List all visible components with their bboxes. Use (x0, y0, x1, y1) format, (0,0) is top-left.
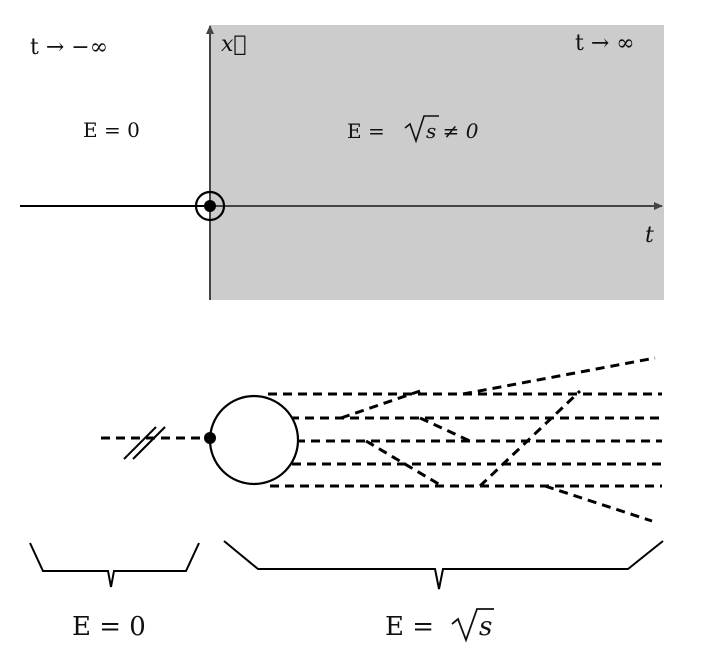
origin-vertex-dot (204, 200, 216, 212)
left-brace (29, 542, 200, 588)
left-brace-label: E = 0 (72, 612, 146, 642)
bottom-panel: E = 0 E = s (29, 356, 664, 643)
origin-vertex-ring (194, 190, 226, 222)
right-brace-label: E = s (385, 608, 494, 643)
cut-mark-1 (123, 426, 157, 460)
cut-mark-2 (132, 426, 166, 460)
energy-after-rhs: s ≠ 0 (426, 119, 479, 143)
nonzero-energy-region (210, 25, 664, 300)
energy-after-label: E = s ≠ 0 (347, 115, 479, 144)
top-panel: t → −∞ t → ∞ x⃗ t E = 0 E = s ≠ 0 (20, 25, 664, 300)
sqrt-sign-bottom (451, 608, 494, 643)
past-limit-label: t → −∞ (30, 35, 108, 60)
right-brace-label-rhs: s (479, 612, 492, 642)
time-axis-label: t (645, 223, 654, 248)
incoming-propagator (101, 426, 210, 460)
sqrt-sign-top (404, 115, 439, 144)
energy-after-lhs: E = (347, 119, 385, 143)
vertex-dot (204, 432, 216, 444)
right-brace-label-lhs: E = (385, 612, 434, 642)
right-brace (223, 540, 664, 590)
space-axis-label: x⃗ (221, 32, 247, 57)
future-limit-label: t → ∞ (575, 31, 635, 56)
energy-before-label: E = 0 (83, 118, 140, 142)
outgoing-lines (268, 356, 662, 523)
interaction-blob (208, 394, 300, 486)
